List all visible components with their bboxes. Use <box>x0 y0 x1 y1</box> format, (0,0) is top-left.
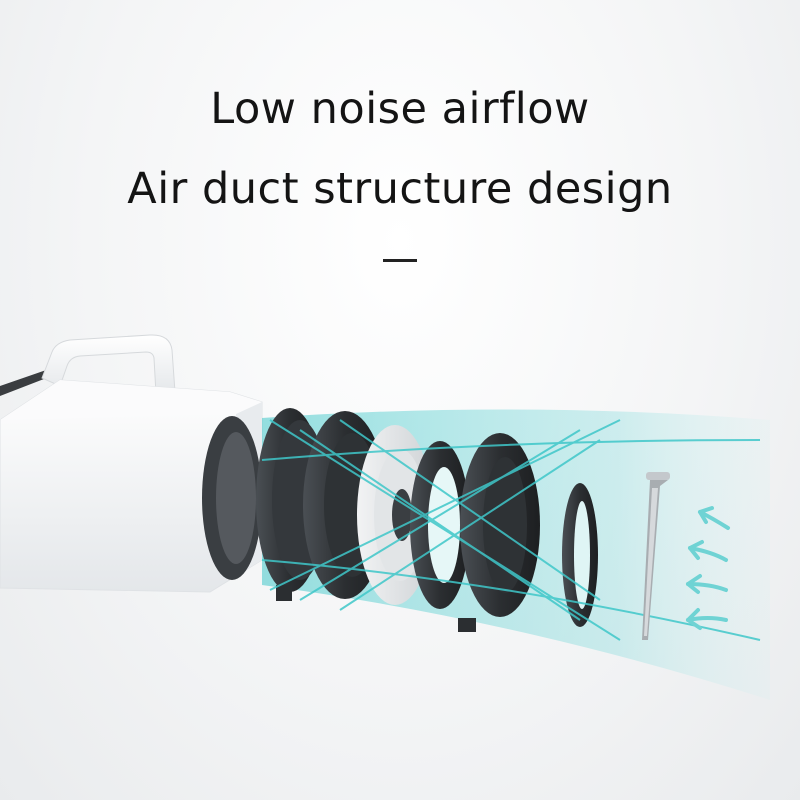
housing-icon <box>0 379 263 593</box>
filter-pin-icon <box>642 472 670 640</box>
fan-assembly-icon <box>256 408 598 632</box>
headline-line-2: Air duct structure design <box>127 164 673 214</box>
airflow-arrows-icon <box>686 506 730 630</box>
headline-line-1: Low noise airflow <box>210 84 590 134</box>
title-divider <box>383 259 417 262</box>
airflow-streaks <box>261 419 761 641</box>
